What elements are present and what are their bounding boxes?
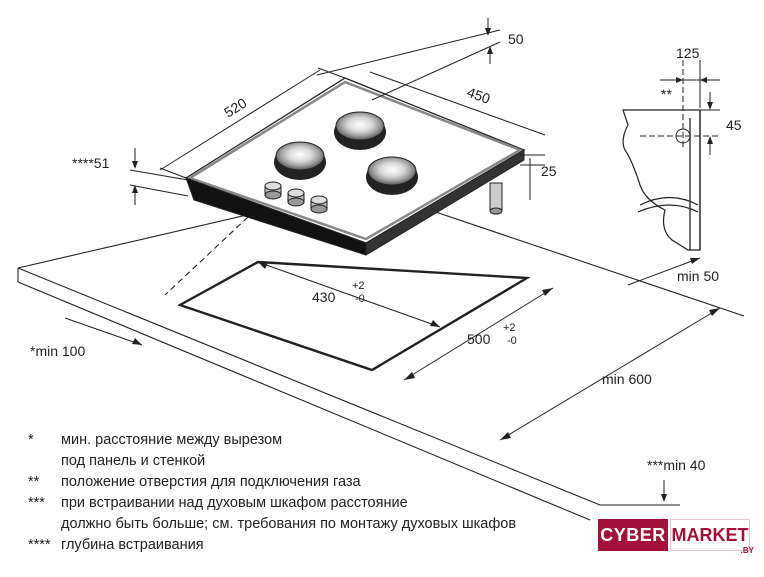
knobs xyxy=(264,181,328,214)
dim-cutout-depth-plus: +2 xyxy=(503,322,516,334)
footnotes: * мин. расстояние между вырезом под панел… xyxy=(28,430,516,556)
dim-cutout-width: 430 xyxy=(312,289,336,305)
dim-pipe-height: 45 xyxy=(726,117,742,133)
footnote: *** при встраивании над духовым шкафом ра… xyxy=(28,493,516,514)
projection-line xyxy=(164,216,249,296)
footnote: **** глубина встраивания xyxy=(28,535,516,556)
footnote-text: под панель и стенкой xyxy=(61,453,206,469)
dim-cutout-depth-minus: -0 xyxy=(507,335,517,347)
dim-depth-side: ****51 xyxy=(72,155,110,171)
footnote-mark: *** xyxy=(28,495,45,511)
dim-min-wall: *min 100 xyxy=(30,343,85,359)
dim-min-oven: ***min 40 xyxy=(647,457,706,473)
dim-height: 25 xyxy=(541,163,557,179)
side-section xyxy=(622,60,720,251)
dim-cutout-width-minus: -0 xyxy=(355,293,365,305)
footnote-mark: **** xyxy=(28,537,51,553)
dim-pipe-offset: 125 xyxy=(676,45,700,61)
dim-min-depth: min 600 xyxy=(602,371,652,387)
footnote-mark: ** xyxy=(28,474,40,490)
burner-icon xyxy=(366,156,418,195)
dim-depth-top: 50 xyxy=(508,31,524,47)
cutout-hole xyxy=(177,260,531,372)
footnote-text: должно быть больше; см. требования по мо… xyxy=(61,516,517,532)
burner-icon xyxy=(274,141,326,180)
logo-cyber: CYBER xyxy=(598,519,668,551)
hob xyxy=(184,77,526,256)
side-arrows xyxy=(676,77,713,144)
dim-cutout-depth: 500 xyxy=(467,331,491,347)
footnote-text: глубина встраивания xyxy=(61,537,204,553)
gas-pipe-icon xyxy=(489,182,503,215)
footnote-text: положение отверстия для подключения газа xyxy=(61,474,361,490)
footnote-text: мин. расстояние между вырезом xyxy=(61,432,283,448)
dim-min-side: min 50 xyxy=(677,268,719,284)
knob-icon xyxy=(310,195,328,214)
knob-icon xyxy=(287,188,305,207)
footnote-text: при встраивании над духовым шкафом расст… xyxy=(61,495,408,511)
cybermarket-logo: CYBER MARKET .BY xyxy=(598,519,754,555)
dim-cutout-width-plus: +2 xyxy=(352,280,365,292)
arrowheads xyxy=(132,28,720,526)
dimension-lines xyxy=(64,18,721,540)
logo-suffix: .BY xyxy=(740,546,754,555)
dim-length: 450 xyxy=(465,84,493,107)
dim-pipe-mark: ** xyxy=(661,86,672,102)
footnote-mark: * xyxy=(28,432,34,448)
footnote: * мин. расстояние между вырезом xyxy=(28,430,516,451)
burners xyxy=(274,111,418,195)
knob-icon xyxy=(264,181,282,200)
logo-market: MARKET xyxy=(670,519,750,551)
burner-icon xyxy=(334,111,386,150)
footnote: ** положение отверстия для подключения га… xyxy=(28,472,516,493)
